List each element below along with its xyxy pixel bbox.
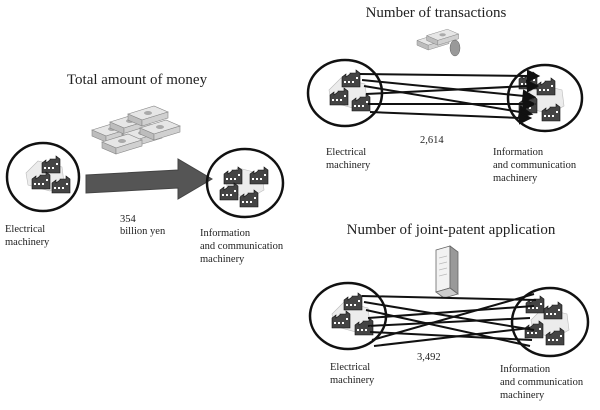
- money-source-label: Electrical machinery: [5, 224, 50, 248]
- patents-links: [361, 293, 537, 347]
- money-target-circle: [205, 147, 285, 219]
- money-target-label: Information and communication machinery: [200, 228, 286, 265]
- money-panel: Total amount of money: [5, 72, 286, 265]
- patents-source-label: Electrical machinery: [330, 362, 375, 386]
- money-source-buildings: [25, 155, 71, 194]
- money-value: 354 billion yen: [120, 214, 166, 237]
- transactions-arrows: [359, 69, 541, 125]
- patent-document-icon: [435, 245, 459, 299]
- money-title: Total amount of money: [67, 72, 208, 88]
- money-flow-arrow: [85, 158, 213, 200]
- transactions-source-label: Electrical machinery: [326, 147, 371, 171]
- transactions-source-buildings: [328, 69, 371, 112]
- patents-target-label: Information and communication machinery: [500, 364, 586, 401]
- patents-value: 3,492: [417, 352, 441, 363]
- money-source-circle: [5, 141, 81, 213]
- transactions-value: 2,614: [420, 135, 444, 146]
- money-stack-icon: [416, 28, 461, 57]
- patents-target-circle: [510, 286, 590, 358]
- money-stack-icon: [91, 105, 181, 155]
- patents-source-buildings: [331, 292, 374, 336]
- patents-title: Number of joint-patent application: [347, 222, 556, 238]
- transactions-title: Number of transactions: [366, 5, 507, 21]
- money-target-buildings: [219, 166, 269, 208]
- patents-target-buildings: [524, 295, 570, 346]
- transactions-target-label: Information and communication machinery: [493, 147, 579, 184]
- patents-panel: Number of joint-patent application: [308, 222, 590, 401]
- transactions-panel: Number of transactions: [306, 5, 584, 184]
- transactions-target-circle: [506, 63, 584, 133]
